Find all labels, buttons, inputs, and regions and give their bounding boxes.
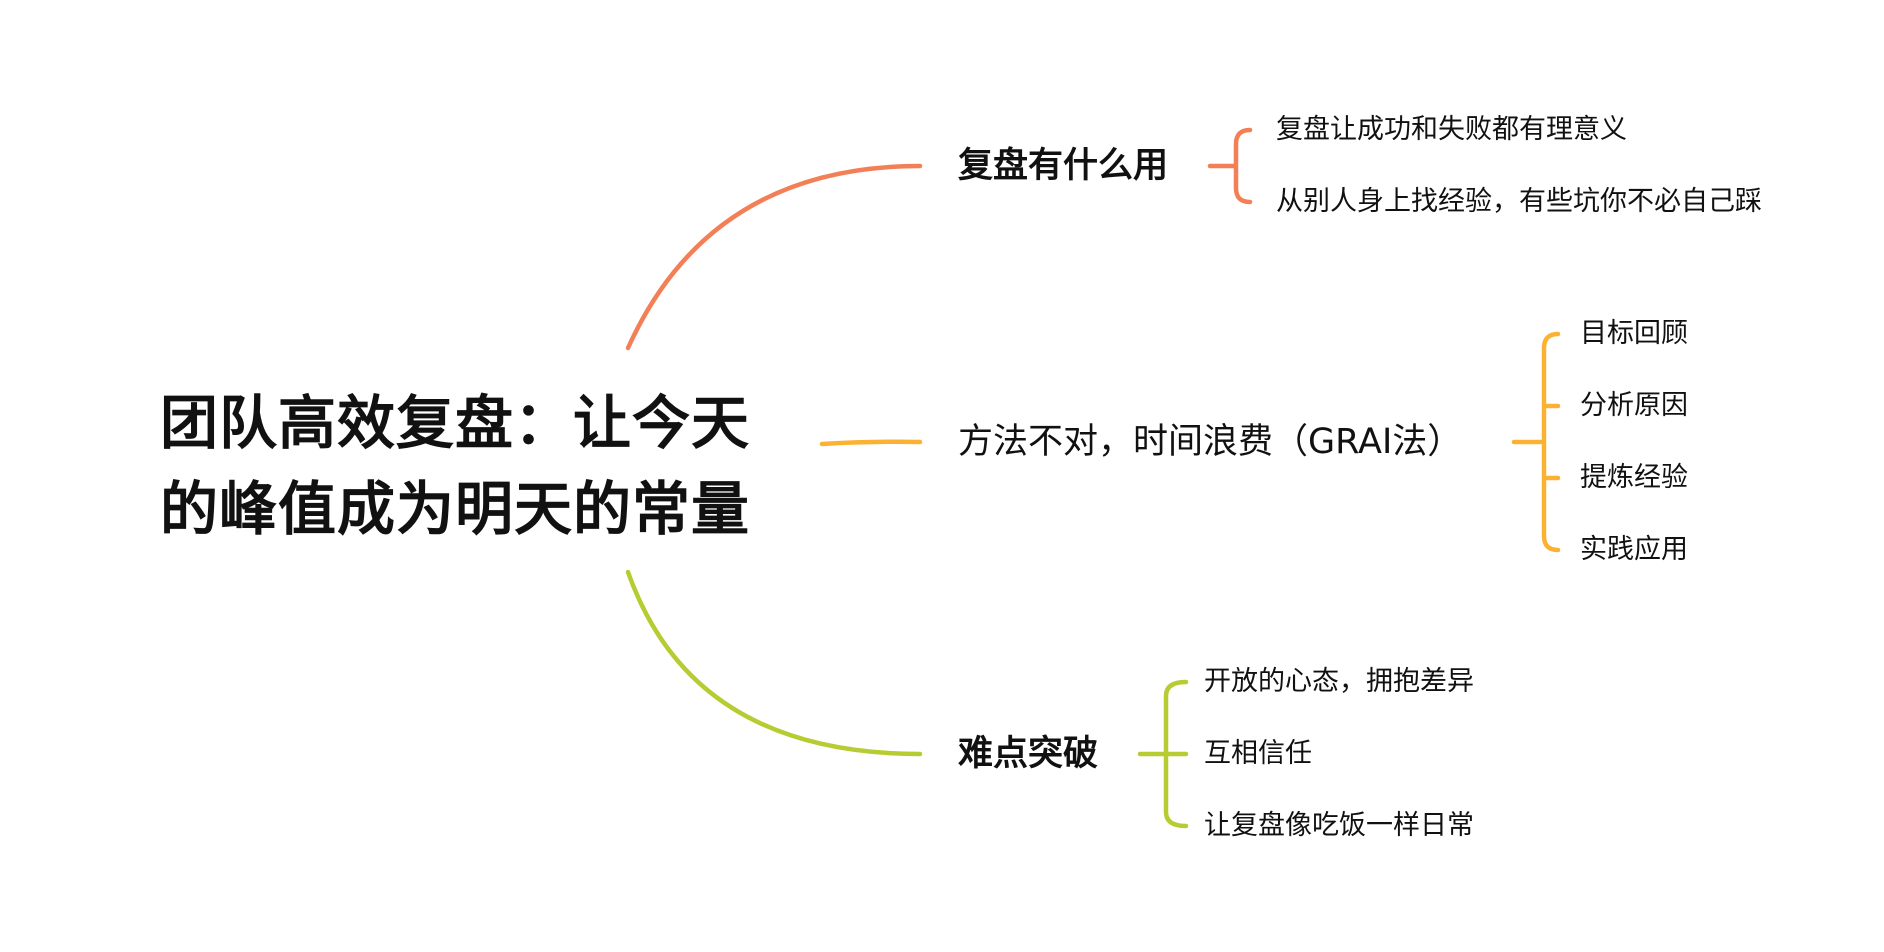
bracket-branch-3 bbox=[1137, 679, 1189, 829]
root-topic-line-2: 的峰值成为明天的常量 bbox=[160, 475, 751, 543]
bracket-branch-2 bbox=[1511, 331, 1561, 553]
bracket-branch-1 bbox=[1207, 127, 1253, 205]
root-topic-line-1: 团队高效复盘：让今天 bbox=[160, 389, 751, 457]
root-topic: 团队高效复盘：让今天 的峰值成为明天的常量 bbox=[160, 380, 780, 552]
branch-1-leaf-2: 从别人身上找经验，有些坑你不必自己踩 bbox=[1276, 186, 1762, 217]
branch-2-leaf-2: 分析原因 bbox=[1580, 390, 1688, 421]
connector-branch-2 bbox=[819, 439, 923, 447]
branch-2-leaf-3: 提炼经验 bbox=[1580, 462, 1688, 493]
branch-3-leaf-2: 互相信任 bbox=[1204, 738, 1312, 769]
branch-2-leaf-4: 实践应用 bbox=[1580, 534, 1688, 565]
connector-branch-1 bbox=[625, 163, 923, 351]
connector-branch-3 bbox=[625, 569, 923, 757]
branch-2-leaf-1: 目标回顾 bbox=[1580, 318, 1688, 349]
branch-3-label: 难点突破 bbox=[958, 734, 1099, 774]
branch-2-label: 方法不对，时间浪费（GRAI法） bbox=[958, 422, 1463, 462]
branch-1-leaf-1: 复盘让成功和失败都有理意义 bbox=[1276, 114, 1627, 145]
branch-1-label: 复盘有什么用 bbox=[958, 146, 1169, 186]
branch-3-leaf-1: 开放的心态，拥抱差异 bbox=[1204, 666, 1474, 697]
branch-3-leaf-3: 让复盘像吃饭一样日常 bbox=[1204, 810, 1474, 841]
